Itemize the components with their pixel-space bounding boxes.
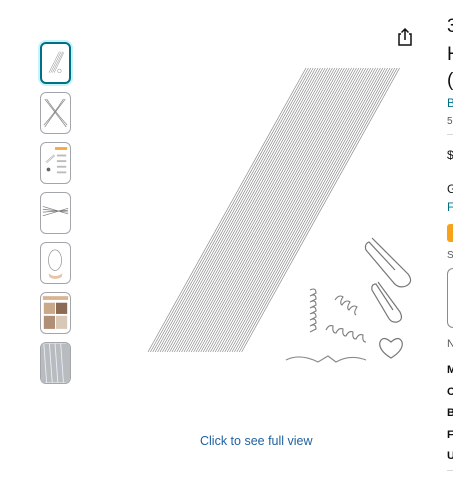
- wire-strand: [217, 67, 376, 353]
- wire-strand: [231, 67, 391, 353]
- infographic-thumbnail-icon: [45, 147, 68, 174]
- wire-strand: [200, 67, 360, 353]
- wire-strand: [166, 67, 326, 353]
- wire-strand: [210, 67, 369, 353]
- wire-strand: [222, 67, 381, 353]
- label-s: S: [447, 250, 453, 261]
- product-title-line-1: 3: [447, 16, 453, 37]
- spec-b: B: [447, 407, 453, 419]
- wire-strand: [190, 67, 350, 353]
- wire-strand: [219, 67, 379, 353]
- link-f[interactable]: F: [447, 200, 453, 214]
- product-title-line-2: H: [447, 44, 453, 66]
- thumbnail-3[interactable]: [40, 142, 71, 184]
- wire-strand: [188, 67, 348, 353]
- crossed-wires-thumbnail-icon: [43, 98, 68, 128]
- wire-strand: [195, 67, 355, 353]
- wire-strand: [174, 67, 333, 353]
- wire-strand: [205, 67, 364, 353]
- thumbnail-5[interactable]: [40, 242, 71, 284]
- wire-strand: [157, 67, 316, 353]
- spec-f: F: [447, 429, 453, 441]
- wire-strand: [171, 67, 331, 353]
- wire-strand: [162, 67, 321, 353]
- wire-strand: [198, 67, 357, 353]
- wire-strand: [150, 67, 309, 353]
- main-product-image[interactable]: [140, 60, 420, 370]
- wire-strand: [147, 67, 307, 353]
- wire-strand: [169, 67, 328, 353]
- label-n: N: [447, 338, 453, 350]
- divider: [447, 134, 453, 135]
- wire-strand: [193, 67, 352, 353]
- label-g: G: [447, 182, 453, 196]
- divider-bottom: [447, 470, 453, 471]
- thumbnail-7[interactable]: [40, 342, 71, 384]
- wire-strand: [236, 67, 396, 353]
- wire-strand: [154, 67, 314, 353]
- wire-strand: [238, 67, 398, 353]
- share-icon: [398, 27, 412, 46]
- spec-c: C: [447, 386, 453, 398]
- share-button[interactable]: [394, 26, 416, 48]
- deal-badge: [447, 224, 453, 242]
- wire-product-icon: [147, 67, 412, 363]
- thumbnail-4[interactable]: [40, 192, 71, 234]
- price: $: [447, 148, 453, 162]
- wire-strand: [214, 67, 374, 353]
- brand-store-link[interactable]: B: [447, 96, 453, 110]
- wire-strand: [176, 67, 336, 353]
- wire-strand: [234, 67, 393, 353]
- full-view-link[interactable]: Click to see full view: [200, 434, 313, 448]
- wire-strand: [178, 67, 338, 353]
- wire-strand: [183, 67, 343, 353]
- wire-strand: [186, 67, 345, 353]
- wire-strand: [226, 67, 386, 353]
- product-title-line-3: (: [447, 70, 453, 91]
- wire-strand: [241, 67, 400, 353]
- thumbnail-6[interactable]: [40, 292, 71, 334]
- spec-u: U: [447, 450, 453, 462]
- wire-strand: [202, 67, 362, 353]
- wire-strand: [212, 67, 372, 353]
- wire-strand: [229, 67, 388, 353]
- usage-collage-thumbnail-icon: [42, 296, 69, 329]
- wire-strand: [224, 67, 384, 353]
- wire-strand: [181, 67, 340, 353]
- thumbnail-2[interactable]: [40, 92, 71, 134]
- wire-strand: [207, 67, 367, 353]
- wire-bundle-thumbnail-icon: [48, 51, 65, 73]
- rating-text[interactable]: 5: [447, 116, 453, 127]
- wire-strand: [152, 67, 312, 353]
- wire-loop-hand-thumbnail-icon: [48, 249, 63, 279]
- wire-strand: [159, 67, 319, 353]
- product-details-column: 3 H ( B 5 $ G F S N M C B F U: [443, 0, 453, 485]
- wire-strand: [164, 67, 324, 353]
- option-selector[interactable]: [447, 268, 453, 328]
- wire-closeup-thumbnail-icon: [41, 343, 70, 383]
- wire-bend-thumbnail-icon: [42, 206, 69, 217]
- thumbnail-1[interactable]: [40, 42, 71, 84]
- spec-m: M: [447, 364, 453, 376]
